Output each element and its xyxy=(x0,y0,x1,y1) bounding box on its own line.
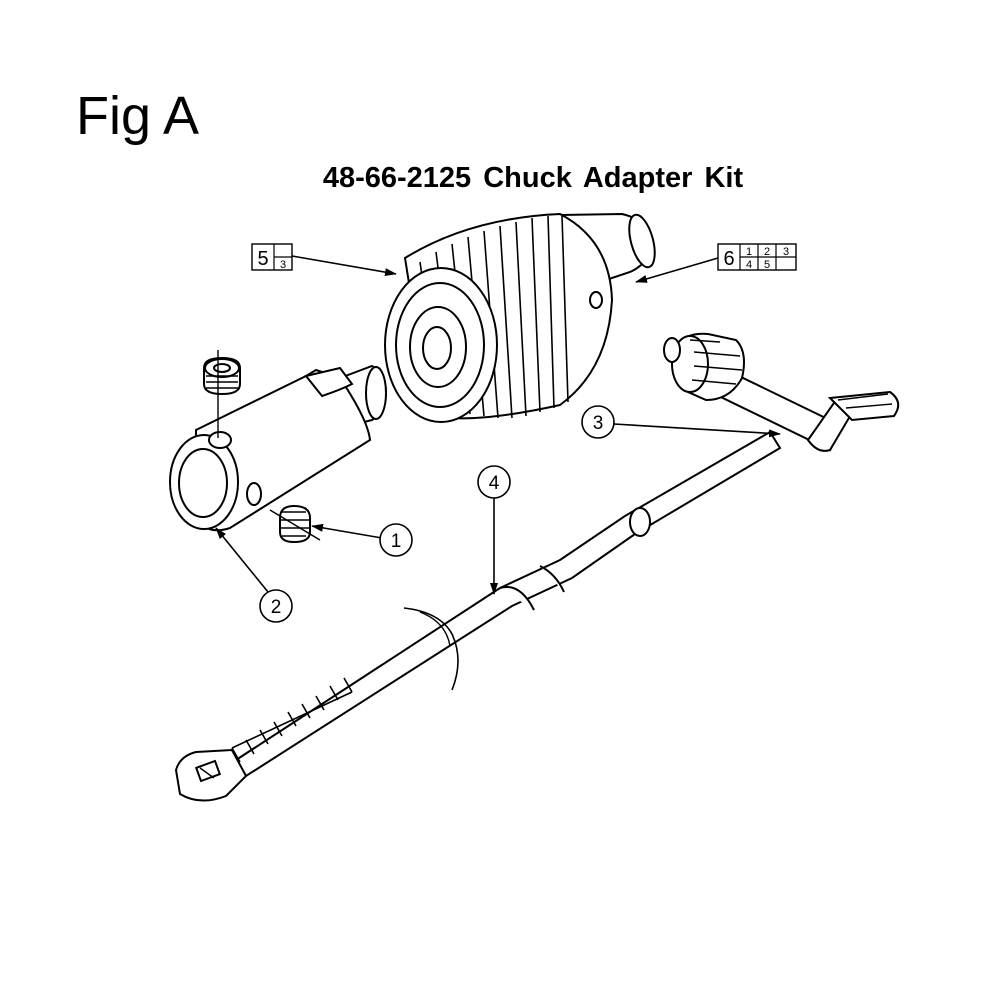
boxed-callout-5-number: 5 xyxy=(257,248,268,270)
callout-4: 4 xyxy=(477,465,511,595)
cable-tie xyxy=(174,430,782,802)
kit-title: 48-66-2125 Chuck Adapter Kit xyxy=(322,162,744,194)
boxed-callout-6-cell-2: 2 xyxy=(764,246,770,258)
boxed-callout-6-cell-3: 3 xyxy=(783,246,789,258)
callout-4-number: 4 xyxy=(489,473,500,494)
keyed-chuck xyxy=(384,212,656,423)
chuck-adapter xyxy=(169,364,388,532)
chuck-key xyxy=(663,332,900,452)
callout-3: 3 xyxy=(581,405,781,439)
boxed-callout-6-cell-1: 1 xyxy=(746,246,752,258)
boxed-callout-6-number: 6 xyxy=(723,248,734,270)
callout-2: 2 xyxy=(215,527,293,623)
boxed-callout-6-cell-5: 5 xyxy=(764,259,770,271)
callout-1: 1 xyxy=(311,523,413,557)
boxed-callout-6-cell-4: 4 xyxy=(746,259,752,271)
callout-1-number: 1 xyxy=(391,531,402,552)
callout-3-number: 3 xyxy=(593,413,604,434)
callout-2-number: 2 xyxy=(271,597,282,618)
set-screw-side xyxy=(269,504,321,544)
figure-label: Fig A xyxy=(76,86,200,146)
set-screw-top xyxy=(203,350,241,438)
boxed-callout-5: 5 3 xyxy=(251,243,397,277)
boxed-callout-5-cell-2: 3 xyxy=(280,259,286,271)
boxed-callout-6: 6 1 2 3 4 5 xyxy=(635,243,797,283)
